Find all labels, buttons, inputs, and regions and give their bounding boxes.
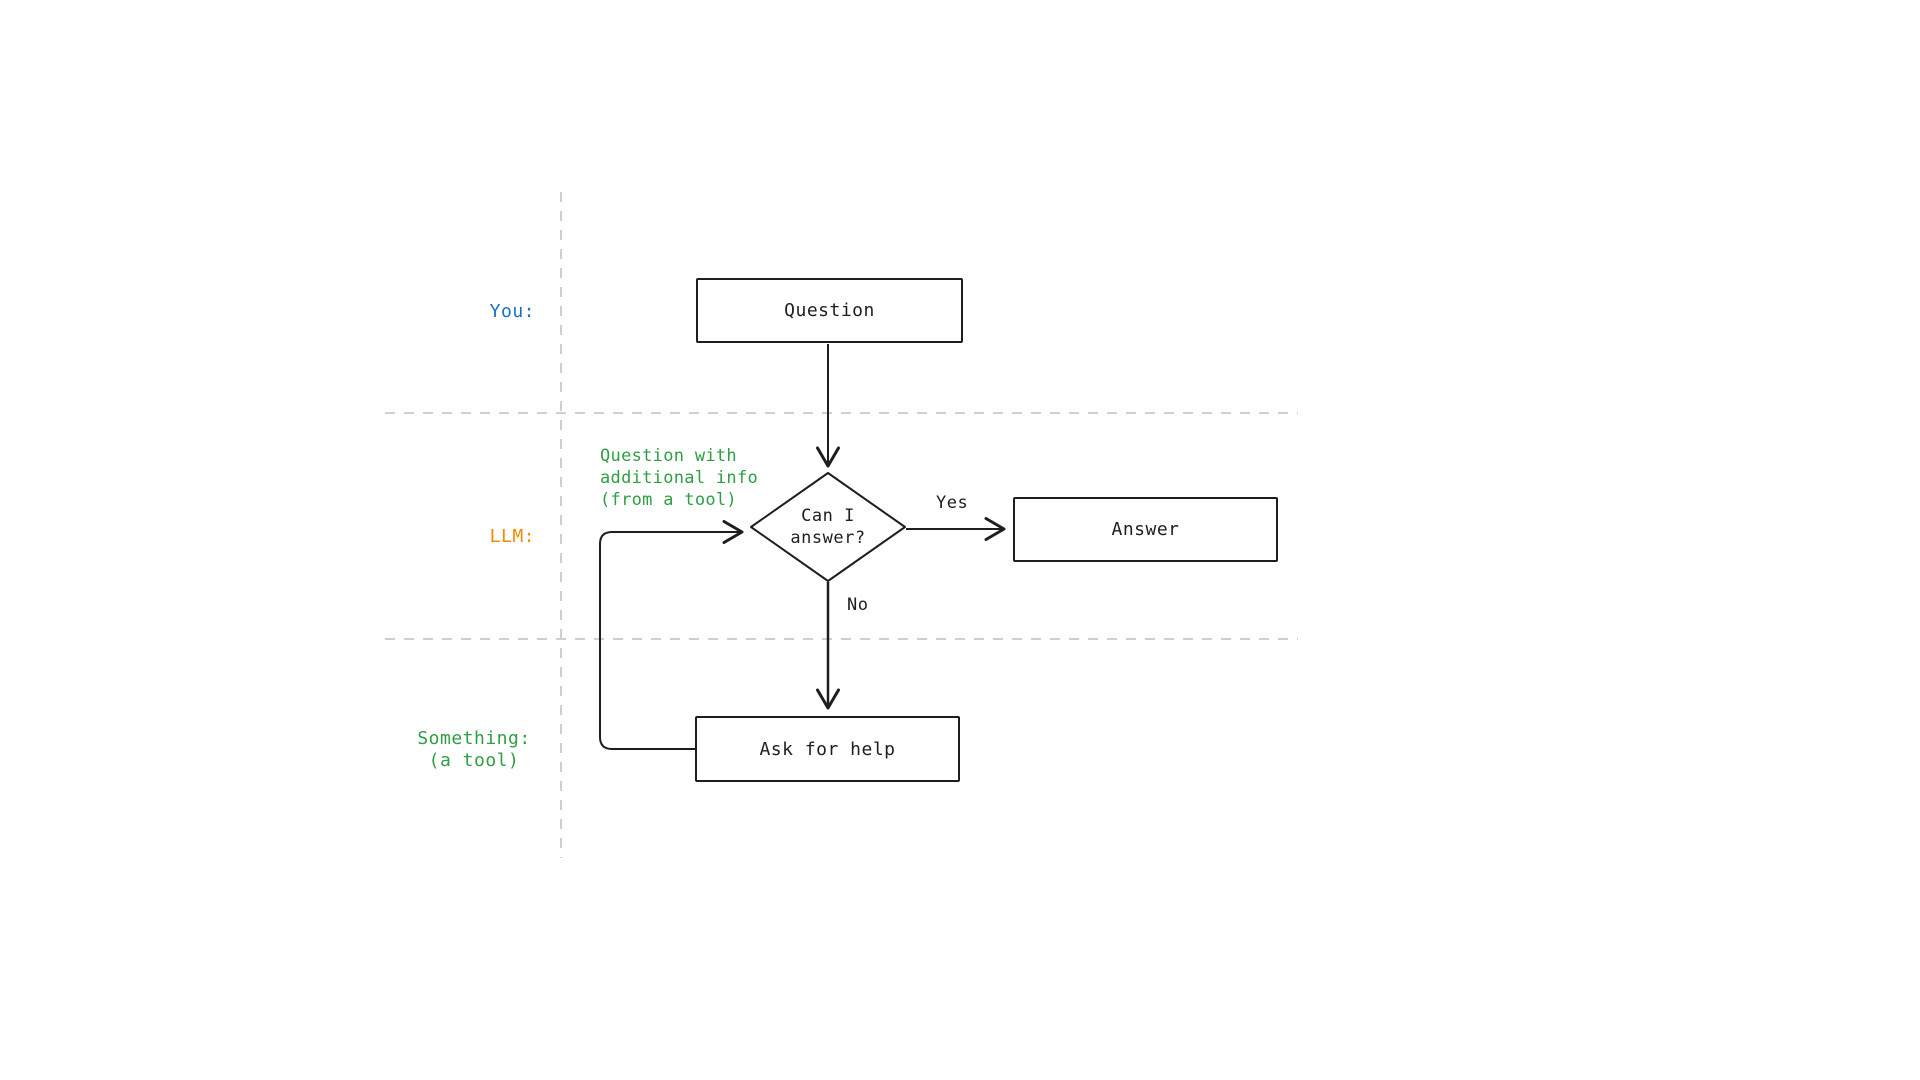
decision-diamond — [750, 472, 906, 582]
decision-node-label: Can I answer? — [758, 503, 898, 551]
ask-for-help-node: Ask for help — [695, 716, 960, 782]
edge-ask-to-decision-loop — [599, 520, 744, 750]
answer-node: Answer — [1013, 497, 1278, 562]
decision-label-line1: Can I — [801, 506, 855, 526]
loop-annotation: Question with additional info (from a to… — [600, 445, 758, 511]
ask-for-help-node-label: Ask for help — [759, 738, 896, 760]
answer-node-label: Answer — [1111, 519, 1180, 540]
edge-label-yes: Yes — [936, 493, 969, 513]
lane-label-tool-line2: (a tool) — [428, 750, 520, 771]
lane-label-llm: LLM: — [489, 526, 535, 547]
lane-label-tool: Something: (a tool) — [394, 728, 554, 772]
edge-label-no: No — [847, 595, 869, 615]
question-node-label: Question — [784, 300, 875, 321]
question-node: Question — [696, 278, 963, 343]
loop-annotation-line1: Question with — [600, 446, 737, 466]
decision-label-line2: answer? — [790, 528, 866, 548]
loop-annotation-line3: (from a tool) — [600, 490, 737, 510]
lane-label-you: You: — [489, 301, 535, 322]
loop-annotation-line2: additional info — [600, 468, 759, 488]
lane-label-tool-line1: Something: — [417, 728, 531, 749]
